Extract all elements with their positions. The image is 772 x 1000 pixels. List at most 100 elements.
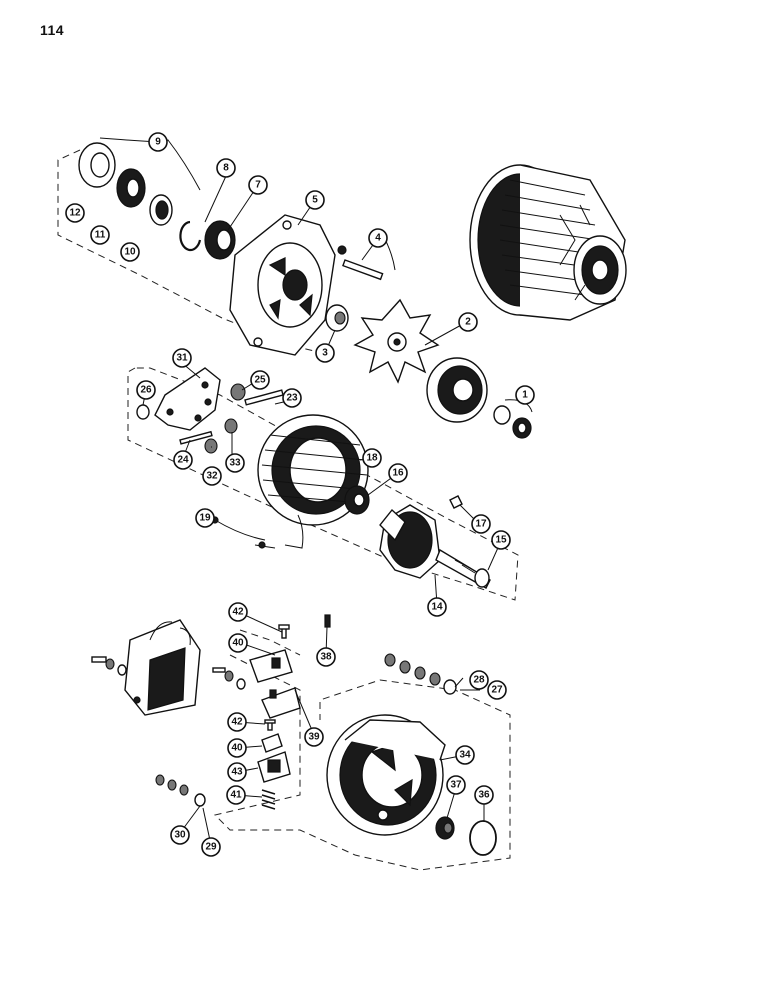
callout-12: 12: [65, 203, 85, 223]
callout-2-label: 2: [465, 317, 471, 328]
callout-37-label: 37: [450, 780, 462, 791]
callout-41: 41: [226, 785, 246, 805]
callout-42-upper: 42: [228, 602, 248, 622]
callout-40-lower: 40: [227, 738, 247, 758]
callout-9: 9: [148, 132, 168, 152]
callout-40-lower-label: 40: [231, 743, 243, 754]
callout-15-label: 15: [495, 535, 507, 546]
part-24-screw: [179, 430, 213, 445]
callout-5-label: 5: [312, 195, 318, 206]
part-11-bearing-retainer: [116, 168, 146, 208]
callout-7-label: 7: [255, 180, 261, 191]
part-40-connector-upper: [249, 649, 293, 683]
callout-30-label: 30: [174, 830, 186, 841]
callout-31-label: 31: [176, 353, 188, 364]
callout-38: 38: [316, 647, 336, 667]
callout-18-label: 18: [366, 453, 378, 464]
callout-1: 1: [515, 385, 535, 405]
callout-23: 23: [282, 388, 302, 408]
part-7-bearing: [204, 220, 236, 260]
part-23-screw: [244, 389, 284, 406]
part-42-screw-lower: [264, 719, 276, 731]
part-34-slip-ring-end-frame: [326, 714, 446, 836]
callout-1-label: 1: [522, 390, 528, 401]
callout-8: 8: [216, 158, 236, 178]
part-12-washer: [78, 142, 116, 188]
callout-23-label: 23: [286, 393, 298, 404]
part-8-snap-ring: [179, 220, 202, 252]
callout-43: 43: [227, 762, 247, 782]
callout-10: 10: [120, 242, 140, 262]
callout-28: 28: [469, 670, 489, 690]
callout-43-label: 43: [231, 767, 243, 778]
callout-3-label: 3: [322, 348, 328, 359]
part-25-nut: [230, 383, 246, 401]
callout-24: 24: [173, 450, 193, 470]
callout-42-upper-label: 42: [232, 607, 244, 618]
group-outline-front: [57, 149, 331, 356]
callout-9-label: 9: [155, 137, 161, 148]
part-33-insulator: [224, 418, 238, 434]
callout-33: 33: [225, 453, 245, 473]
part-2-fan: [353, 298, 440, 384]
brush-holder: [261, 687, 301, 719]
callout-24-label: 24: [177, 455, 189, 466]
terminal-nuts: [384, 653, 457, 695]
callout-26-label: 26: [140, 385, 152, 396]
callout-12-label: 12: [69, 208, 81, 219]
terminal-screws: [212, 667, 246, 690]
page-number: 114: [40, 22, 65, 38]
group-outline-middle: [127, 367, 519, 601]
callout-4-label: 4: [375, 233, 381, 244]
part-31-bracket: [154, 367, 221, 431]
callout-14: 14: [427, 597, 447, 617]
part-16-bearing: [344, 485, 370, 515]
callout-2: 2: [458, 312, 478, 332]
callout-32-label: 32: [206, 471, 218, 482]
callout-14-label: 14: [431, 602, 443, 613]
callout-19: 19: [195, 508, 215, 528]
part-41-spring: [261, 789, 276, 810]
pulley: [426, 357, 488, 423]
callout-30: 30: [170, 825, 190, 845]
callout-40-upper-label: 40: [232, 638, 244, 649]
callout-19-label: 19: [199, 513, 211, 524]
callout-27: 27: [487, 680, 507, 700]
regulator-screws: [91, 656, 127, 676]
group-outline-rear: [214, 654, 511, 871]
battery-terminal-nuts: [155, 774, 206, 807]
callout-33-label: 33: [229, 458, 241, 469]
part-38-screw: [324, 614, 331, 628]
callout-25: 25: [250, 370, 270, 390]
part-43-brush: [257, 751, 291, 783]
callout-25-label: 25: [254, 375, 266, 386]
callout-29-label: 29: [205, 842, 217, 853]
callout-37: 37: [446, 775, 466, 795]
part-5-drive-end-frame: [229, 214, 336, 356]
callout-38-label: 38: [320, 652, 332, 663]
callout-17: 17: [471, 514, 491, 534]
callout-4: 4: [368, 228, 388, 248]
callout-41-label: 41: [230, 790, 242, 801]
part-18-stator: [257, 414, 369, 526]
callout-42-lower: 42: [227, 712, 247, 732]
part-1-nut-washer: [493, 399, 533, 439]
callout-8-label: 8: [223, 163, 229, 174]
callout-11: 11: [90, 225, 110, 245]
callout-5: 5: [305, 190, 325, 210]
callout-34: 34: [455, 745, 475, 765]
callout-10-label: 10: [124, 247, 136, 258]
callout-16-label: 16: [392, 468, 404, 479]
callout-28-label: 28: [473, 675, 485, 686]
callout-39-label: 39: [308, 732, 320, 743]
regulator: [124, 619, 201, 716]
callout-39: 39: [304, 727, 324, 747]
callout-16: 16: [388, 463, 408, 483]
callout-31: 31: [172, 348, 192, 368]
callout-29: 29: [201, 837, 221, 857]
callout-11-label: 11: [95, 230, 106, 241]
part-40-connector-lower: [261, 733, 283, 753]
callout-27-label: 27: [491, 685, 503, 696]
part-42-screw-upper: [278, 624, 290, 639]
